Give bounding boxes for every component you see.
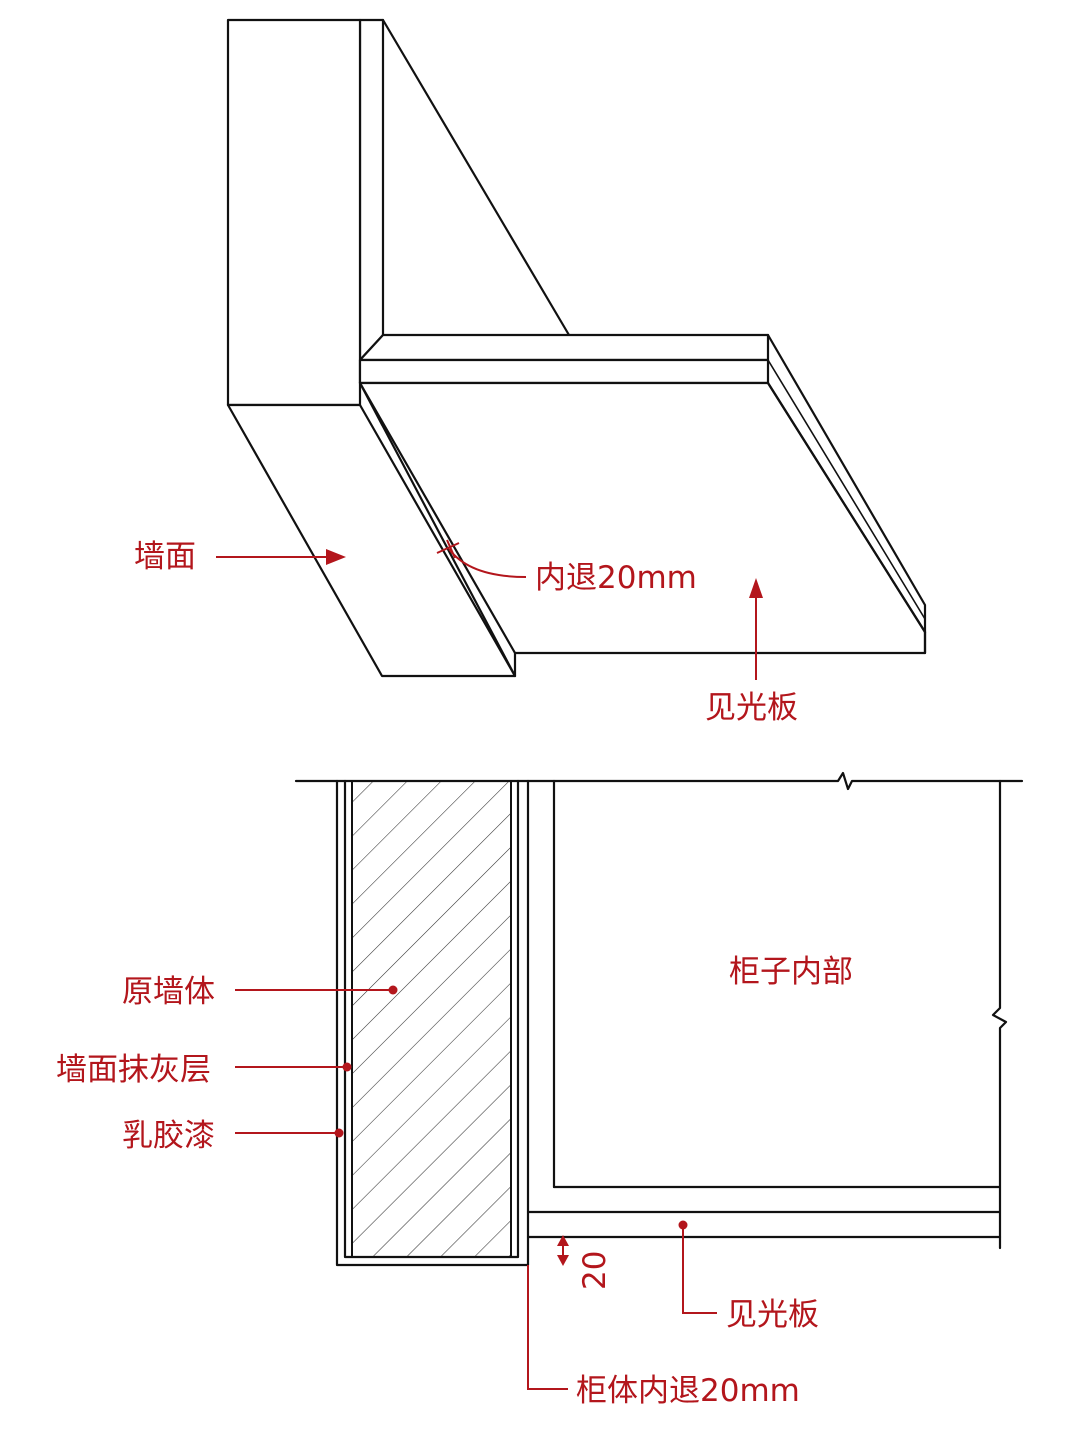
section-view: 柜子内部 原墙体 墙面抹灰层 乳胶漆 20 见光板 柜体内退20mm [56,771,1024,1409]
panel-arrow-head [749,578,763,598]
original-wall-hatch [351,780,512,1258]
cabinet-top-rail [358,333,770,362]
panel-label-section: 见光板 [726,1297,819,1333]
dimension-value: 20 [577,1251,613,1290]
dimension-arrow-down [557,1255,569,1266]
cabinet-back-strip [358,18,385,362]
ceiling-line [294,771,1024,791]
wall-arrow-head [326,549,346,565]
setback-tick [436,542,460,554]
isometric-view: 墙面 内退20mm 见光板 [134,18,927,726]
plaster-dot [342,1062,352,1072]
cabinet-setback-leader [527,1265,568,1390]
cabinet-front-rail [358,358,770,385]
cabinet-side-diagonal [381,18,571,337]
panel-right-edge-inner [766,381,927,634]
latex-paint-dot [334,1128,344,1138]
panel-right-edge-mid [767,359,926,620]
panel-right-edge [766,333,927,655]
original-wall-label: 原墙体 [122,974,215,1010]
latex-paint-label: 乳胶漆 [122,1118,215,1154]
original-wall-dot [388,985,398,995]
latex-paint-layer [335,779,530,1267]
panel-inner-edge [358,381,517,655]
setback-leader [448,548,527,578]
cabinet-setback-label: 柜体内退20mm [576,1373,800,1409]
dimension-arrow-up [557,1235,569,1246]
panel-leader [682,1225,717,1314]
wall-front-face [226,18,362,407]
right-break-line [991,779,1008,1250]
plaster-label: 墙面抹灰层 [56,1052,211,1088]
cabinet-interior-label: 柜子内部 [729,954,853,990]
setback-label: 内退20mm [535,560,697,596]
panel-label-top: 见光板 [705,690,798,726]
wall-label: 墙面 [134,539,196,575]
